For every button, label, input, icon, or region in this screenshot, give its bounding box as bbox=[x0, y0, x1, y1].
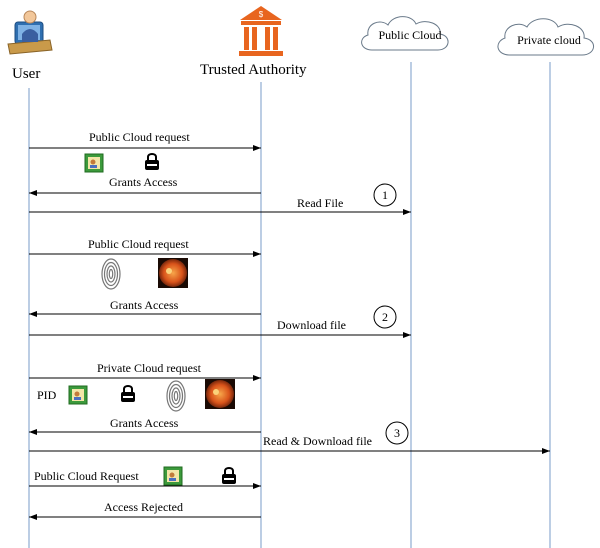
step-number-1: 1 bbox=[382, 188, 388, 202]
id-card-icon bbox=[163, 466, 183, 486]
lock-icon bbox=[222, 467, 236, 484]
pid-label: PID bbox=[37, 388, 57, 402]
user-label: User bbox=[12, 66, 41, 82]
bank-building-icon: $ bbox=[239, 6, 283, 56]
message-label: Download file bbox=[277, 318, 346, 332]
message-label: Grants Access bbox=[110, 416, 179, 430]
svg-text:$: $ bbox=[259, 10, 264, 19]
message-label: Public Cloud request bbox=[88, 237, 189, 251]
message-label: Public Cloud request bbox=[89, 130, 190, 144]
lock-icon bbox=[145, 153, 159, 170]
message-arrows bbox=[29, 145, 550, 520]
public-cloud-icon bbox=[361, 16, 449, 51]
retina-scan-icon bbox=[158, 258, 188, 288]
message-label: Grants Access bbox=[110, 298, 179, 312]
trusted-authority-label: Trusted Authority bbox=[200, 62, 307, 78]
private-cloud-label: Private cloud bbox=[517, 33, 581, 47]
public-cloud-label: Public Cloud bbox=[378, 28, 442, 42]
message-label: Access Rejected bbox=[104, 500, 183, 514]
message-label: Private Cloud request bbox=[97, 361, 201, 375]
id-card-icon bbox=[84, 153, 104, 173]
step-number-3: 3 bbox=[394, 426, 400, 440]
fingerprint-icon bbox=[166, 380, 186, 412]
message-label: Grants Access bbox=[109, 175, 178, 189]
step-circle-2 bbox=[373, 305, 397, 329]
message-label: Public Cloud Request bbox=[34, 469, 139, 483]
user-at-desk-icon bbox=[7, 10, 53, 55]
step-number-2: 2 bbox=[382, 310, 388, 324]
id-card-icon bbox=[68, 385, 88, 405]
retina-scan-icon bbox=[205, 379, 235, 409]
message-label: Read File bbox=[297, 196, 344, 210]
fingerprint-icon bbox=[101, 258, 121, 290]
lock-icon bbox=[121, 385, 135, 402]
step-circle-3 bbox=[385, 421, 409, 445]
private-cloud-icon bbox=[497, 18, 594, 56]
step-circle-1 bbox=[373, 183, 397, 207]
message-label: Read & Download file bbox=[263, 434, 372, 448]
